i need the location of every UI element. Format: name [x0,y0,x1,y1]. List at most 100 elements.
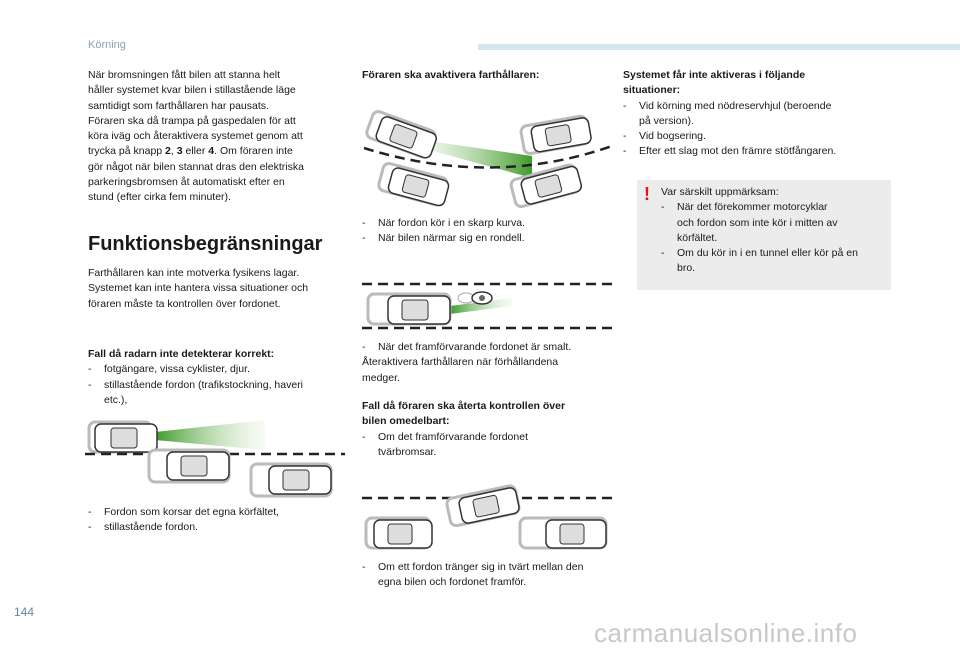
car-icon [518,516,608,550]
car-icon [87,420,158,454]
list-item-text: När bilen närmar sig en rondell. [378,232,525,245]
lane-line [363,144,613,169]
text-line: samtidigt som farthållaren har pausats. [88,99,269,112]
text-line: medger. [362,371,400,384]
list-item: -När bilen närmar sig en rondell. [362,231,622,246]
text-line: Farthållaren kan inte motverka fysikens … [88,267,300,279]
list-item: -Om det framförvarande fordonet tvärbroms… [362,430,622,461]
page-number: 144 [14,605,35,619]
list-item-text: Vid bogsering. [639,130,706,143]
button-ref-3: 3 [176,145,183,158]
text-line: gör något när bilen stannat dras den ele… [88,160,304,173]
bullet-dash: - [88,506,92,518]
radar-title: Fall då radarn inte detekterar korrekt: [88,348,275,360]
warning-note: Var särskilt uppmärksam: -När det föreko… [661,185,889,277]
list-item-text: Om ett fordon tränger sig in tvärt mella… [378,560,583,591]
list-item: -Efter ett slag mot den främre stötfånga… [623,144,893,159]
list-item: -Vid körning med nödreservhjul (beroende… [623,99,893,130]
text-line: När det förekommer motorcyklar [677,201,828,214]
takeover-title: bilen omedelbart: [362,415,450,428]
list-item-text: När det framförvarande fordonet är smalt… [378,341,572,353]
car-icon [445,484,521,528]
cutin-list: -Om ett fordon tränger sig in tvärt mell… [362,560,632,591]
bullet-dash: - [661,201,665,214]
text-fragment: trycka på knapp [88,145,166,158]
button-ref-2: 2 [165,145,171,158]
text-line: tvärbromsar. [378,445,437,458]
takeover-section: Fall då föraren ska återta kontrollen öv… [362,399,622,460]
section-label: Körning [88,39,126,51]
bullet-dash: - [362,217,366,229]
list-item: -fotgängare, vissa cyklister, djur. [88,362,348,377]
bullet-dash: - [623,99,627,112]
bullet-dash: - [362,341,366,353]
list-item-text: Om det framförvarande fordonet tvärbromsa… [378,430,528,461]
illustration-curve [363,110,613,209]
car-icon [377,162,450,207]
bullet-dash: - [362,232,366,245]
bullet-dash: - [88,521,92,534]
list-item: -Om ett fordon tränger sig in tvärt mell… [362,560,632,591]
text-line: håller systemet kvar bilen i stillaståen… [88,84,296,97]
car-icon [364,516,433,550]
radar-beam [155,420,265,450]
bullet-dash: - [623,145,627,158]
text-line: på version). [639,114,694,127]
warning-icon: ! [644,184,650,204]
car-icon [249,462,333,498]
text-line-buttons: trycka på knapp 2, 3 eller 4. Om föraren… [88,144,348,159]
button-ref-4: 4 [208,145,215,158]
radar-beam [422,140,532,178]
bullet-dash: - [362,430,366,443]
header-bar [478,44,960,50]
list-item-text: När det förekommer motorcyklar och fordon… [677,200,838,246]
col3-title: Systemet får inte aktiveras i följande [623,69,806,81]
radar-section: Fall då radarn inte detekterar korrekt: … [88,347,348,408]
note-title: Var särskilt uppmärksam: [661,186,779,198]
warning-note-box [637,180,891,290]
list-item-text: När fordon kör i en skarp kurva. [378,217,526,229]
list-item: -När det framförvarande fordonet är smal… [362,340,622,355]
text-fragment: . Om föraren inte [214,145,293,158]
small-vehicle-section: -När det framförvarande fordonet är smal… [362,340,622,386]
curve-list: -När fordon kör i en skarp kurva. -När b… [362,216,622,247]
section-heading: Funktionsbegränsningar [88,233,323,255]
list-item: -När fordon kör i en skarp kurva. [362,216,622,231]
text-line: Om du kör in i en tunnel eller kör på en [677,247,858,260]
col3-title: situationer: [623,84,681,97]
car-icon [509,163,583,209]
crossing-list: -Fordon som korsar det egna körfältet, -… [88,505,348,536]
intro-paragraph: När bromsningen fått bilen att stanna he… [88,68,348,206]
list-item: -stillastående fordon. [88,520,348,535]
text-line: Föraren ska då trampa på gaspedalen för … [88,114,296,127]
limits-paragraph: Farthållaren kan inte motverka fysikens … [88,266,348,312]
car-icon [365,110,437,159]
text-line: parkeringsbromsen åt automatiskt efter e… [88,176,285,189]
text-line: egna bilen och fordonet framför. [378,576,527,589]
car-icon [147,448,231,484]
text-line: Om ett fordon tränger sig in tvärt mella… [378,561,584,573]
motorcycle-icon [457,291,493,305]
list-item-text: stillastående fordon. [104,521,198,534]
text-line: körfältet. [677,231,718,244]
bullet-dash: - [88,363,92,376]
col3-section: Systemet får inte aktiveras i följande s… [623,68,893,160]
illustration-cut-in [362,484,612,550]
list-item-text: stillastående fordon (trafikstockning, h… [104,378,303,409]
text-fragment: eller [182,145,209,158]
text-line: Systemet kan inte hantera vissa situatio… [88,282,309,295]
text-line: Återaktivera farthållaren när förhålland… [362,356,559,369]
text-fragment: , [170,145,177,158]
takeover-title: Fall då föraren ska återta kontrollen öv… [362,400,566,412]
text-line: etc.), [104,393,128,406]
text-line: och fordon som inte kör i mitten av [677,216,838,229]
text-line: stund (efter cirka fem minuter). [88,191,231,204]
car-icon [366,292,452,326]
col2-title: Föraren ska avaktivera farthållaren: [362,69,540,81]
bullet-dash: - [661,247,665,260]
radar-beam [450,298,512,314]
text-line: Om det framförvarande fordonet [378,430,528,443]
bullet-dash: - [623,130,627,143]
text-line: bro. [677,262,696,275]
